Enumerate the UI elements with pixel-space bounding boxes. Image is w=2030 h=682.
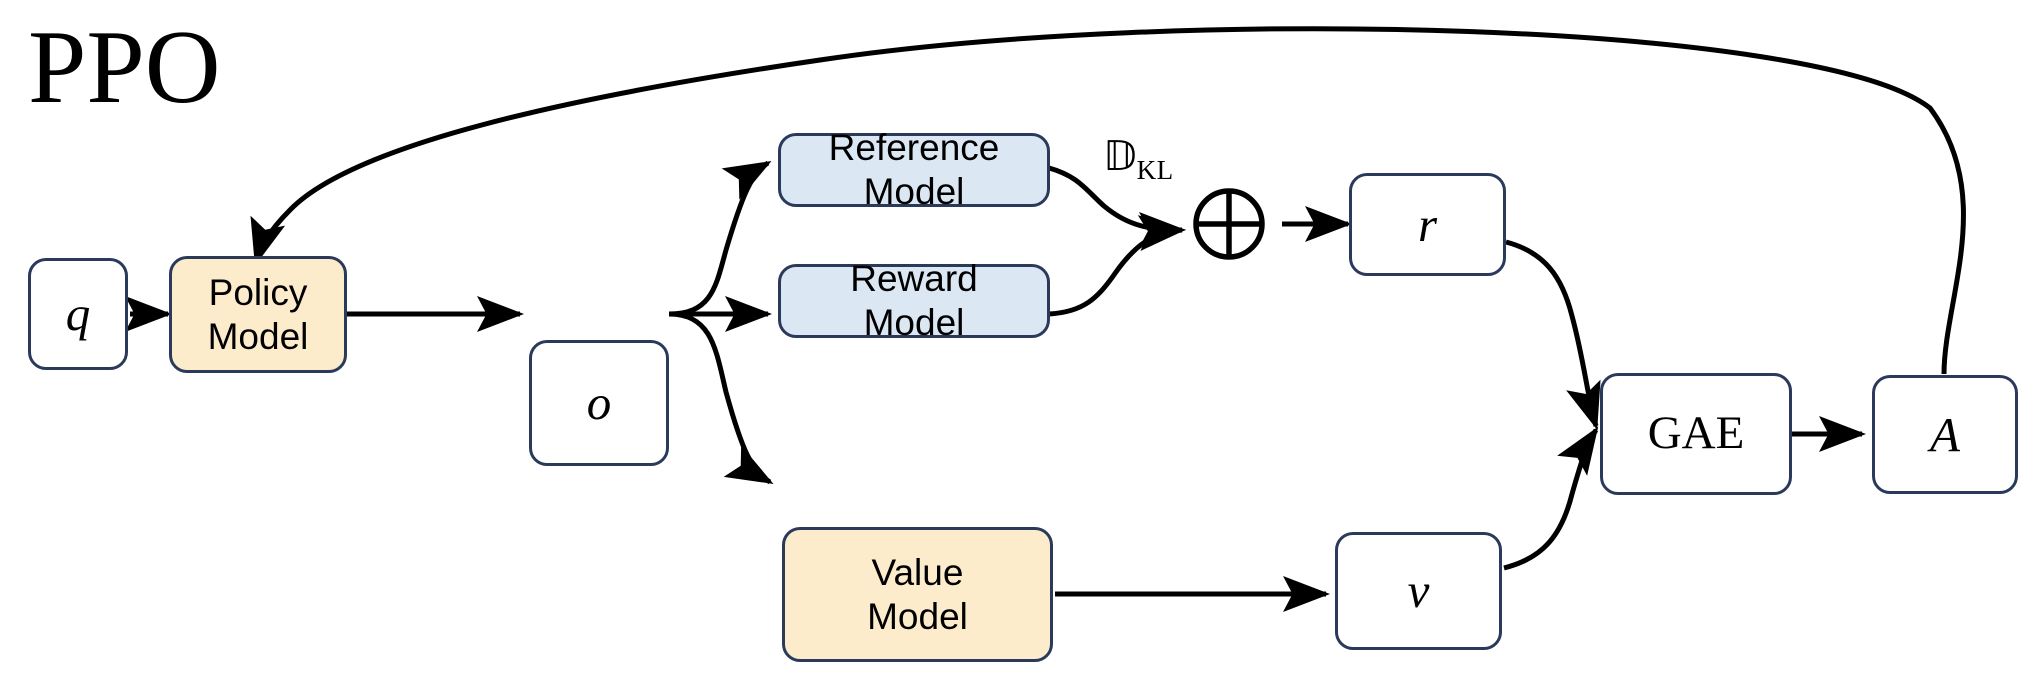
edge-r-to-gae bbox=[1505, 239, 1601, 430]
node-v-label: v bbox=[1407, 563, 1430, 619]
node-o[interactable]: o bbox=[529, 340, 669, 466]
node-a-label: A bbox=[1930, 406, 1960, 462]
page-title: PPO bbox=[28, 8, 221, 125]
node-reference-model[interactable]: Reference Model bbox=[778, 127, 1050, 212]
edge-reward-to-sum bbox=[1048, 215, 1186, 317]
node-reference-model-label-line2: Model bbox=[863, 171, 965, 212]
node-q-label: q bbox=[65, 286, 91, 342]
node-value-model-label-line2: Model bbox=[867, 595, 968, 637]
node-value-model-label-line1: Value bbox=[871, 551, 964, 593]
edge-o-to-reference bbox=[668, 160, 772, 317]
node-v[interactable]: v bbox=[1335, 532, 1502, 650]
node-q[interactable]: q bbox=[28, 258, 128, 370]
node-gae[interactable]: GAE bbox=[1600, 373, 1792, 495]
node-a[interactable]: A bbox=[1872, 375, 2018, 494]
node-reward-model[interactable]: Reward Model bbox=[778, 258, 1050, 343]
node-policy-model[interactable]: Policy Model bbox=[169, 256, 347, 373]
node-gae-label: GAE bbox=[1647, 407, 1745, 460]
node-o-label: o bbox=[586, 375, 612, 431]
kl-symbol: 𝔻 bbox=[1103, 133, 1137, 179]
node-r[interactable]: r bbox=[1349, 173, 1506, 276]
node-policy-model-label-line1: Policy bbox=[208, 271, 308, 313]
edge-o-to-value bbox=[668, 311, 774, 485]
kl-subscript: KL bbox=[1136, 155, 1174, 186]
edge-a-to-policy-feedback bbox=[250, 26, 1966, 375]
node-reference-model-label-line1: Reference bbox=[828, 127, 1000, 169]
node-policy-model-label-line2: Model bbox=[207, 315, 309, 357]
node-reward-model-label-line1: Reward bbox=[850, 258, 978, 300]
kl-divergence-label: 𝔻KL bbox=[1103, 136, 1174, 184]
node-r-label: r bbox=[1417, 196, 1438, 252]
node-reward-model-label-line2: Model bbox=[863, 302, 965, 343]
node-value-model[interactable]: Value Model bbox=[782, 527, 1053, 662]
circle-plus-icon bbox=[1190, 185, 1268, 263]
edge-v-to-gae bbox=[1503, 426, 1599, 571]
